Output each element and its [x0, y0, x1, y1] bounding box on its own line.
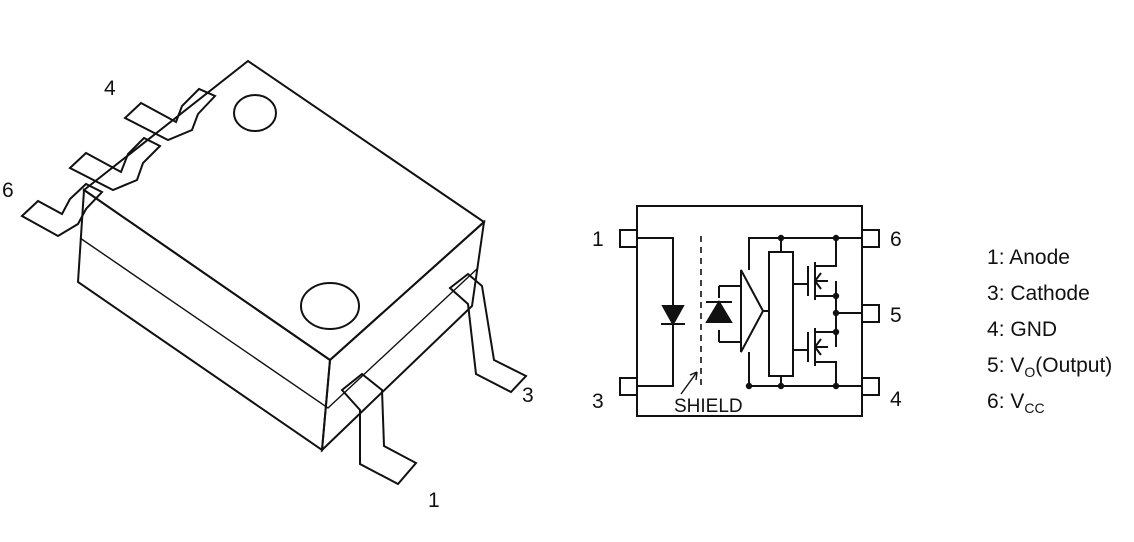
- package-pin-label-1: 1: [428, 489, 440, 512]
- schematic-pin-box-1: [619, 229, 638, 248]
- mosfet-upper-icon: [793, 238, 837, 300]
- legend-item-num: 5: [987, 354, 999, 377]
- legend-item-sub: CC: [1024, 400, 1045, 416]
- schematic-pin-box-4: [861, 377, 880, 396]
- led-icon: [661, 305, 685, 327]
- legend-item: 4: GND: [987, 315, 1112, 351]
- amplifier-icon: [740, 269, 765, 353]
- legend-item: 5: VO(Output): [987, 351, 1112, 387]
- schematic-pin-box-3: [619, 377, 638, 396]
- schematic-pin-label-4: 4: [890, 388, 902, 411]
- schematic-pin-label-6: 6: [890, 228, 902, 251]
- shield-label: SHIELD: [674, 396, 743, 417]
- gnd-rail: [748, 352, 862, 387]
- schematic-pin-box-5: [861, 304, 880, 323]
- mosfet-upper-arrow: [813, 272, 822, 290]
- legend-item: 3: Cathode: [987, 279, 1112, 315]
- legend-item-sep: :: [998, 318, 1011, 341]
- junction-dot: [777, 234, 785, 242]
- package-pin-label-6: 6: [2, 179, 14, 202]
- legend-item: 1: Anode: [987, 243, 1112, 279]
- package-side-face: [320, 219, 486, 453]
- junction-dot: [745, 382, 753, 390]
- schematic-pin-box-6: [861, 229, 880, 248]
- package-pin-3: [448, 272, 528, 394]
- package-dimple-top: [233, 94, 277, 132]
- package-drawing: 4 6 3 1: [2, 59, 534, 512]
- package-pin-1: [340, 372, 418, 486]
- legend-item: 6: VCC: [987, 387, 1112, 423]
- junction-dot: [832, 382, 840, 390]
- package-front-face: [76, 188, 332, 452]
- shield-arrow-icon: [680, 371, 698, 395]
- legend-item-name: V: [1010, 390, 1025, 413]
- legend-item-name: V: [1010, 354, 1025, 377]
- package-pin-label-4: 4: [104, 77, 116, 100]
- mosfet-lower-icon: [793, 328, 837, 386]
- legend-item-sep: :: [998, 246, 1010, 269]
- package-seam: [79, 237, 479, 409]
- photodiode-icon: [705, 300, 733, 323]
- junction-dot: [832, 292, 840, 300]
- legend-item-num: 6: [987, 390, 999, 413]
- legend-item-name: Cathode: [1010, 282, 1090, 305]
- legend-item-num: 3: [987, 282, 999, 305]
- legend-item-sep: :: [998, 390, 1011, 413]
- schematic: SHIELD 1: [592, 205, 902, 417]
- legend-item-sep: :: [998, 282, 1011, 305]
- junction-dot: [832, 328, 840, 336]
- junction-dot: [777, 382, 785, 390]
- schematic-pin-label-5: 5: [890, 304, 902, 327]
- legend-item-num: 1: [987, 246, 999, 269]
- mosfet-lower-arrow: [813, 338, 822, 356]
- junction-dot: [832, 234, 840, 242]
- legend-item-sep: :: [998, 354, 1011, 377]
- package-pin-5: [68, 136, 162, 192]
- legend-item-suffix: (Output): [1035, 354, 1113, 377]
- package-pin-label-3: 3: [522, 384, 534, 407]
- schematic-pin-label-3: 3: [592, 390, 604, 413]
- package-pin-6: [20, 182, 104, 238]
- schematic-pin-label-1: 1: [592, 228, 604, 251]
- legend-item-name: GND: [1010, 318, 1058, 341]
- pin-legend: 1: Anode 3: Cathode 4: GND 5: VO(Output)…: [987, 243, 1112, 423]
- junction-dot: [832, 309, 840, 317]
- output-wire: [835, 296, 862, 332]
- photodiode-wire: [718, 285, 741, 343]
- driver-block: [768, 251, 794, 377]
- legend-item-sub: O: [1024, 364, 1036, 380]
- legend-item-num: 4: [987, 318, 999, 341]
- vcc-rail: [748, 237, 862, 270]
- package-dimple-pin1: [300, 282, 360, 330]
- package-top-face: [82, 59, 486, 362]
- driver-block-wires: [763, 238, 782, 386]
- junction-dots: [745, 234, 840, 390]
- legend-item-name: Anode: [1009, 246, 1070, 269]
